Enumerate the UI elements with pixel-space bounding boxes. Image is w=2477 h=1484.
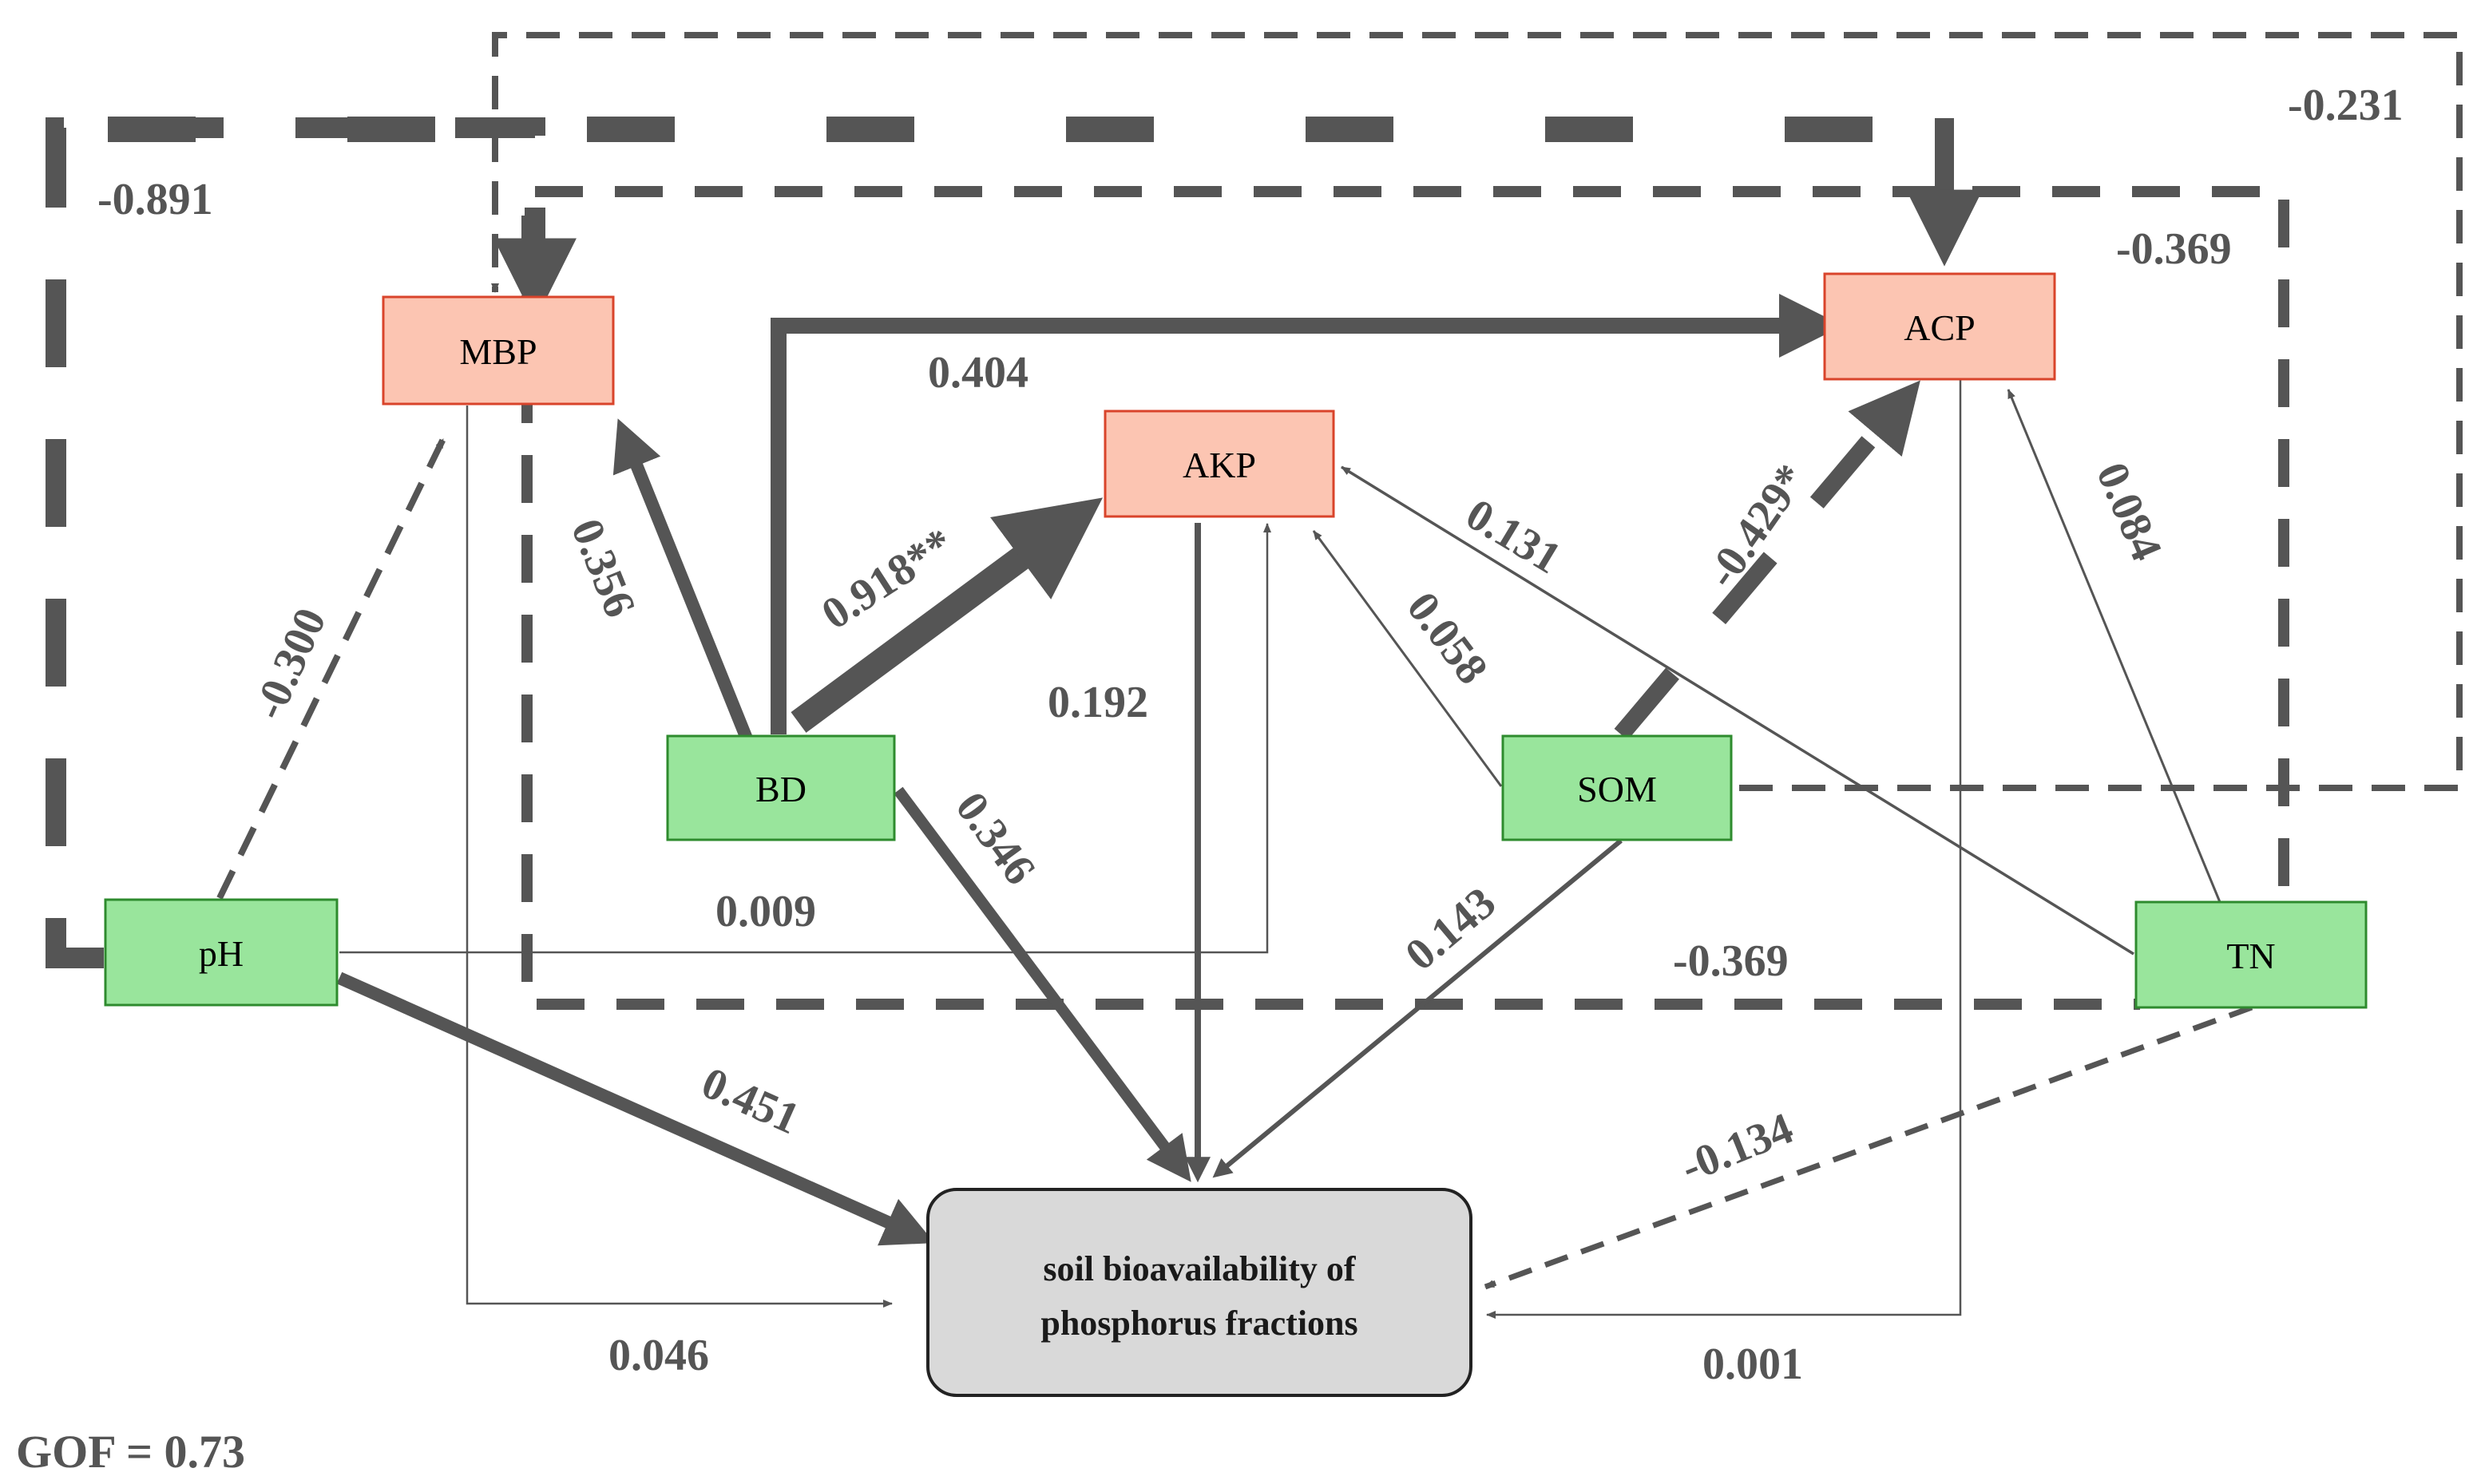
edge-ph-outcome	[336, 972, 935, 1246]
coef-acp-outcome: 0.001	[1702, 1340, 1803, 1389]
node-akp: AKP	[1104, 410, 1335, 518]
edge-acp-outcome	[1486, 379, 1962, 1319]
node-som: SOM	[1501, 734, 1733, 841]
edge-bd-outcome	[894, 786, 1191, 1182]
coef-tn-mbp: -0.369	[1673, 936, 1789, 986]
node-ph: pH	[104, 898, 339, 1007]
node-bd: BD	[666, 734, 896, 841]
gof-label: GOF = 0.73	[16, 1426, 245, 1478]
node-tn-label: TN	[2226, 936, 2275, 976]
coef-ph-outcome: 0.451	[695, 1058, 807, 1144]
edge-bd-acp	[771, 294, 1844, 734]
node-acp-label: ACP	[1904, 307, 1975, 348]
coef-bd-mbp: 0.356	[561, 512, 645, 624]
coef-ph-mbp-outer: -0.891	[97, 175, 213, 224]
edge-som-outcome	[1212, 838, 1623, 1178]
edge-tn-acp-thin	[2007, 389, 2221, 903]
node-bd-label: BD	[755, 769, 807, 809]
node-mbp: MBP	[382, 295, 615, 406]
edge-ph-akp	[339, 523, 1271, 954]
node-acp: ACP	[1823, 272, 2056, 381]
coef-tn-acp-thin: 0.084	[2087, 456, 2171, 568]
edge-som-acp	[1614, 380, 1920, 741]
node-ph-label: pH	[199, 933, 244, 974]
coef-ph-akp: 0.009	[715, 887, 816, 936]
coef-mbp-outcome: 0.046	[608, 1331, 709, 1380]
edge-ph-mbp-outer	[46, 117, 577, 968]
node-akp-label: AKP	[1183, 445, 1256, 485]
edge-tn-acp-outer	[491, 32, 2463, 791]
node-som-label: SOM	[1577, 769, 1657, 809]
coef-ph-mbp-dashed: -0.300	[244, 601, 335, 726]
coef-bd-acp: 0.404	[928, 348, 1028, 398]
coef-som-outcome: 0.143	[1397, 877, 1505, 979]
coef-tn-acp-outer: -0.231	[2288, 81, 2404, 130]
outcome-label-line2: phosphorus fractions	[1040, 1304, 1357, 1343]
edge-tn-outcome	[1484, 1004, 2253, 1290]
outcome-label-line1: soil bioavailability of	[1043, 1249, 1357, 1288]
edge-ph-mbp-dashed	[216, 437, 446, 900]
coef-tn-akp: 0.131	[1457, 489, 1569, 584]
edge-bd-mbp	[612, 418, 753, 741]
node-mbp-label: MBP	[459, 331, 537, 372]
coef-som-akp: 0.058	[1397, 584, 1497, 694]
node-tn: TN	[2134, 900, 2368, 1009]
node-outcome: soil bioavailability of phosphorus fract…	[926, 1188, 1472, 1397]
coef-tn-acp-inner: -0.369	[2116, 224, 2232, 274]
coef-akp-outcome: 0.192	[1048, 678, 1148, 727]
edge-mbp-outcome	[466, 406, 893, 1308]
edge-bd-akp	[791, 497, 1104, 733]
edge-tn-akp	[1341, 465, 2134, 956]
edge-som-akp	[1312, 530, 1503, 787]
